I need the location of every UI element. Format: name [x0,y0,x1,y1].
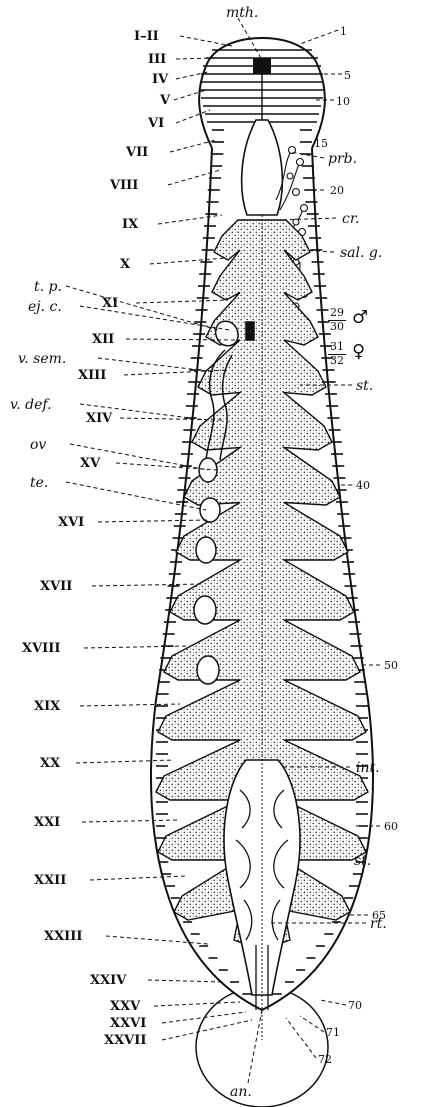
annulus-60: 60 [384,821,398,832]
roman-VI: VI [148,117,164,130]
roman-XXVII: XXVII [104,1034,146,1047]
label-stomach-upper: st. [356,379,373,393]
roman-XV: XV [80,457,100,470]
roman-I-II: I–II [134,30,159,43]
label-salivary-glands: sal. g. [340,246,382,260]
roman-III: III [148,53,166,66]
annulus-10: 10 [336,96,350,107]
annulus-15: 15 [314,138,328,149]
label-crop: cr. [342,212,359,226]
leader-line [320,1000,346,1005]
roman-X: X [120,258,130,271]
roman-IV: IV [152,73,168,86]
annulus-32: 32 [330,355,344,366]
roman-XVIII: XVIII [22,642,60,655]
leader-line [248,1010,262,1083]
roman-XIX: XIX [34,700,60,713]
roman-XXV: XXV [110,1000,140,1013]
roman-XXIII: XXIII [44,930,82,943]
roman-IX: IX [122,218,138,231]
annulus-20: 20 [330,185,344,196]
annulus-72: 72 [318,1054,332,1065]
label-proboscis: prb. [328,152,357,166]
leader-line [148,980,222,982]
roman-XVI: XVI [58,516,84,529]
roman-XIII: XIII [78,369,106,382]
label-testis: te. [30,476,48,490]
annulus-1: 1 [340,26,347,37]
fraction-line-male [328,320,346,321]
roman-VIII: VIII [110,179,138,192]
roman-VII: VII [126,146,148,159]
label-stomach-lower: st. [354,854,371,868]
label-seminal-vesicle: v. sem. [18,352,66,366]
annulus-29: 29 [330,307,344,318]
leader-line [66,286,218,330]
leader-line [162,1012,246,1023]
annulus-71: 71 [326,1027,340,1038]
leader-line [180,36,232,46]
leader-line [162,1020,252,1040]
roman-XX: XX [40,757,60,770]
annulus-5: 5 [344,70,351,81]
leader-line [300,30,338,44]
roman-XXIV: XXIV [90,974,126,987]
label-terminal-pore: t. p. [34,280,62,294]
label-vas-deferens: v. def. [10,398,52,412]
roman-XI: XI [102,297,118,310]
leader-line [154,1002,240,1006]
annulus-65: 65 [372,910,386,921]
roman-XXVI: XXVI [110,1017,146,1030]
roman-XXII: XXII [34,874,66,887]
annulus-70: 70 [348,1000,362,1011]
roman-XVII: XVII [40,580,72,593]
annulus-50: 50 [384,660,398,671]
male-symbol: ♂ [352,309,368,327]
annulus-31: 31 [330,341,344,352]
fraction-line-female [328,354,346,355]
roman-V: V [160,94,170,107]
roman-XIV: XIV [86,412,112,425]
mouth-label: mth. [226,6,258,20]
label-ejaculatory-duct: ej. c. [28,300,62,314]
label-intestine: int. [356,761,380,775]
annulus-30: 30 [330,321,344,332]
anus-label: an. [230,1085,252,1099]
roman-XII: XII [92,333,114,346]
label-ovary: ov [30,438,46,452]
annulus-40: 40 [356,480,370,491]
roman-XXI: XXI [34,816,60,829]
female-symbol: ♀ [352,343,365,361]
